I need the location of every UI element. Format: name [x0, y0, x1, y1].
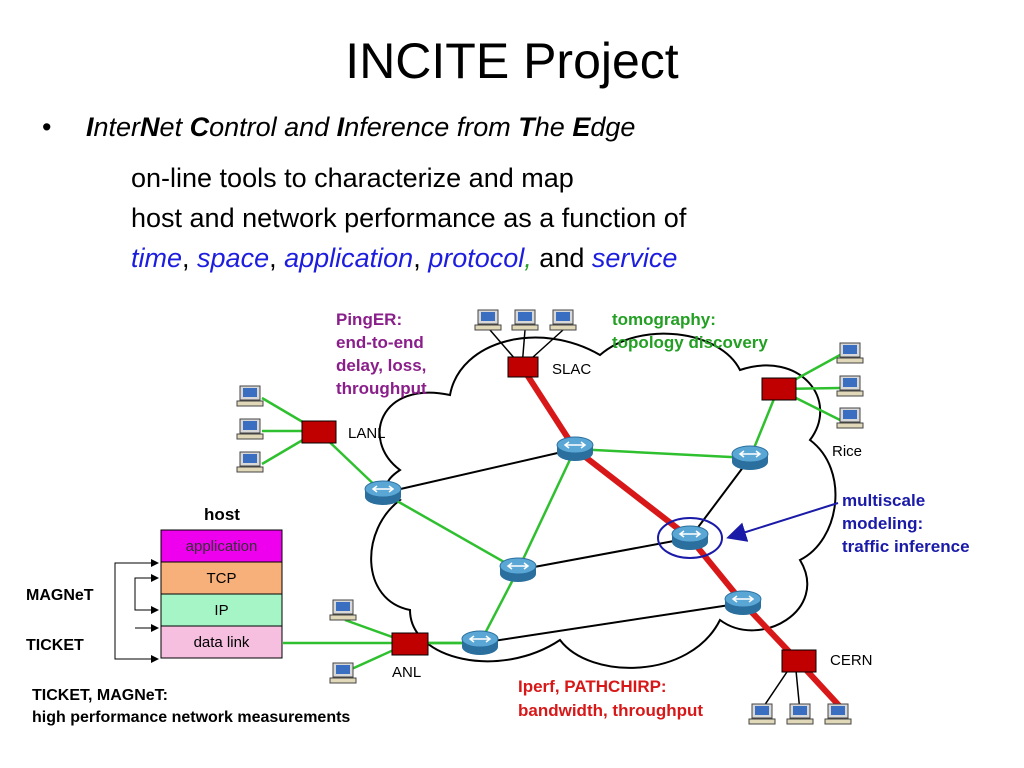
- stack-layer-label: IP: [214, 602, 228, 619]
- svg-text:end-to-end: end-to-end: [336, 333, 424, 352]
- computer-icon: [474, 309, 502, 331]
- keyword-application: application: [284, 243, 414, 273]
- router-icon: [731, 445, 769, 471]
- computer-icon: [786, 703, 814, 725]
- keyword-space: space: [197, 243, 270, 273]
- router-icon: [461, 630, 499, 656]
- keyword-time: time: [131, 243, 183, 273]
- computer-icon: [329, 599, 357, 621]
- computer-icon: [511, 309, 539, 331]
- gateway-lanl: [301, 420, 337, 444]
- computer-icon: [824, 703, 852, 725]
- computer-icon: [236, 451, 264, 473]
- computer-icon: [329, 662, 357, 684]
- router-icon: [364, 480, 402, 506]
- svg-text:TICKET, MAGNeT:: TICKET, MAGNeT:: [32, 687, 168, 704]
- and-word: and: [531, 243, 592, 273]
- site-labels: SLAC LANL Rice ANL CERN: [348, 361, 873, 681]
- computer-icon: [836, 342, 864, 364]
- stack-layer-label: application: [186, 538, 258, 555]
- pinger-label: PingER: end-to-end delay, loss, throughp…: [336, 310, 427, 398]
- gateway-slac: [507, 356, 539, 378]
- svg-text:Iperf, PATHCHIRP:: Iperf, PATHCHIRP:: [518, 677, 667, 696]
- core-links: [382, 448, 751, 644]
- router-icon: [671, 525, 709, 551]
- incite-acronym: InterNet Control and Inference from The …: [86, 112, 635, 143]
- iperf-label: Iperf, PATHCHIRP: bandwidth, throughput: [518, 677, 703, 720]
- svg-text:PingER:: PingER:: [336, 310, 402, 329]
- computer-icon: [748, 703, 776, 725]
- site-rice: Rice: [832, 443, 862, 460]
- gateway-rice: [761, 377, 797, 401]
- acronym-part: E: [572, 112, 591, 142]
- computer-icon: [236, 418, 264, 440]
- svg-text:multiscale: multiscale: [842, 491, 925, 510]
- stack-title: host: [204, 505, 240, 524]
- acronym-part: I: [336, 112, 345, 142]
- gateway-cern: [781, 649, 817, 673]
- multiscale-arrow: [726, 502, 839, 542]
- keyword-service: service: [591, 243, 678, 273]
- site-lanl: LANL: [348, 425, 386, 442]
- router-icon: [499, 557, 537, 583]
- acronym-part: I: [86, 112, 94, 142]
- ticket-label: TICKET: [26, 637, 84, 654]
- acronym-part: nter: [93, 112, 141, 142]
- keyword-protocol: protocol: [428, 243, 525, 273]
- svg-text:throughput: throughput: [336, 379, 427, 398]
- footer-label: TICKET, MAGNeT: high performance network…: [32, 687, 350, 726]
- comma: ,: [182, 243, 198, 273]
- acronym-part: et: [159, 112, 190, 142]
- svg-text:topology discovery: topology discovery: [612, 333, 768, 352]
- stack-layer-box: [160, 529, 283, 563]
- gateway-anl: [391, 632, 429, 656]
- tomography-label: tomography: topology discovery: [612, 310, 768, 352]
- bullet-dot: •: [42, 112, 52, 142]
- acronym-part: T: [518, 112, 535, 142]
- svg-text:tomography:: tomography:: [612, 310, 716, 329]
- comma: ,: [269, 243, 285, 273]
- site-slac: SLAC: [552, 361, 591, 378]
- stack-layer-box: [160, 625, 283, 659]
- svg-text:bandwidth, throughput: bandwidth, throughput: [518, 701, 703, 720]
- acronym-part: he: [534, 112, 573, 142]
- magnet-label: MAGNeT: [26, 587, 94, 604]
- acronym-part: dge: [590, 112, 636, 142]
- acronym-part: N: [140, 112, 160, 142]
- description-line-2: host and network performance as a functi…: [131, 203, 687, 233]
- svg-text:high performance network measu: high performance network measurements: [32, 709, 350, 726]
- computer-icon: [236, 385, 264, 407]
- stack-layer-label: TCP: [207, 570, 237, 587]
- acronym-part: ontrol and: [209, 112, 337, 142]
- page-title: INCITE Project: [345, 33, 679, 89]
- computer-icon: [549, 309, 577, 331]
- comma: ,: [413, 243, 429, 273]
- svg-text:delay, loss,: delay, loss,: [336, 356, 426, 375]
- acronym-part: nference from: [344, 112, 519, 142]
- description-line-3: time, space, application, protocol, and …: [131, 243, 677, 274]
- router-icon: [724, 590, 762, 616]
- site-anl: ANL: [392, 664, 421, 681]
- stack-layer-label: data link: [194, 634, 250, 651]
- router-icon: [556, 436, 594, 462]
- computer-icon: [836, 407, 864, 429]
- svg-text:modeling:: modeling:: [842, 514, 923, 533]
- site-cern: CERN: [830, 652, 873, 669]
- stack-arrows: [114, 559, 159, 663]
- svg-text:traffic inference: traffic inference: [842, 537, 970, 556]
- highlight-circle: [657, 517, 723, 559]
- stack-layer-box: [160, 593, 283, 627]
- stack-layer-box: [160, 561, 283, 595]
- comma-green: ,: [524, 243, 532, 273]
- computer-icon: [836, 375, 864, 397]
- acronym-part: C: [189, 112, 210, 142]
- multiscale-label: multiscale modeling: traffic inference: [842, 491, 970, 556]
- description-line-1: on-line tools to characterize and map: [131, 163, 574, 193]
